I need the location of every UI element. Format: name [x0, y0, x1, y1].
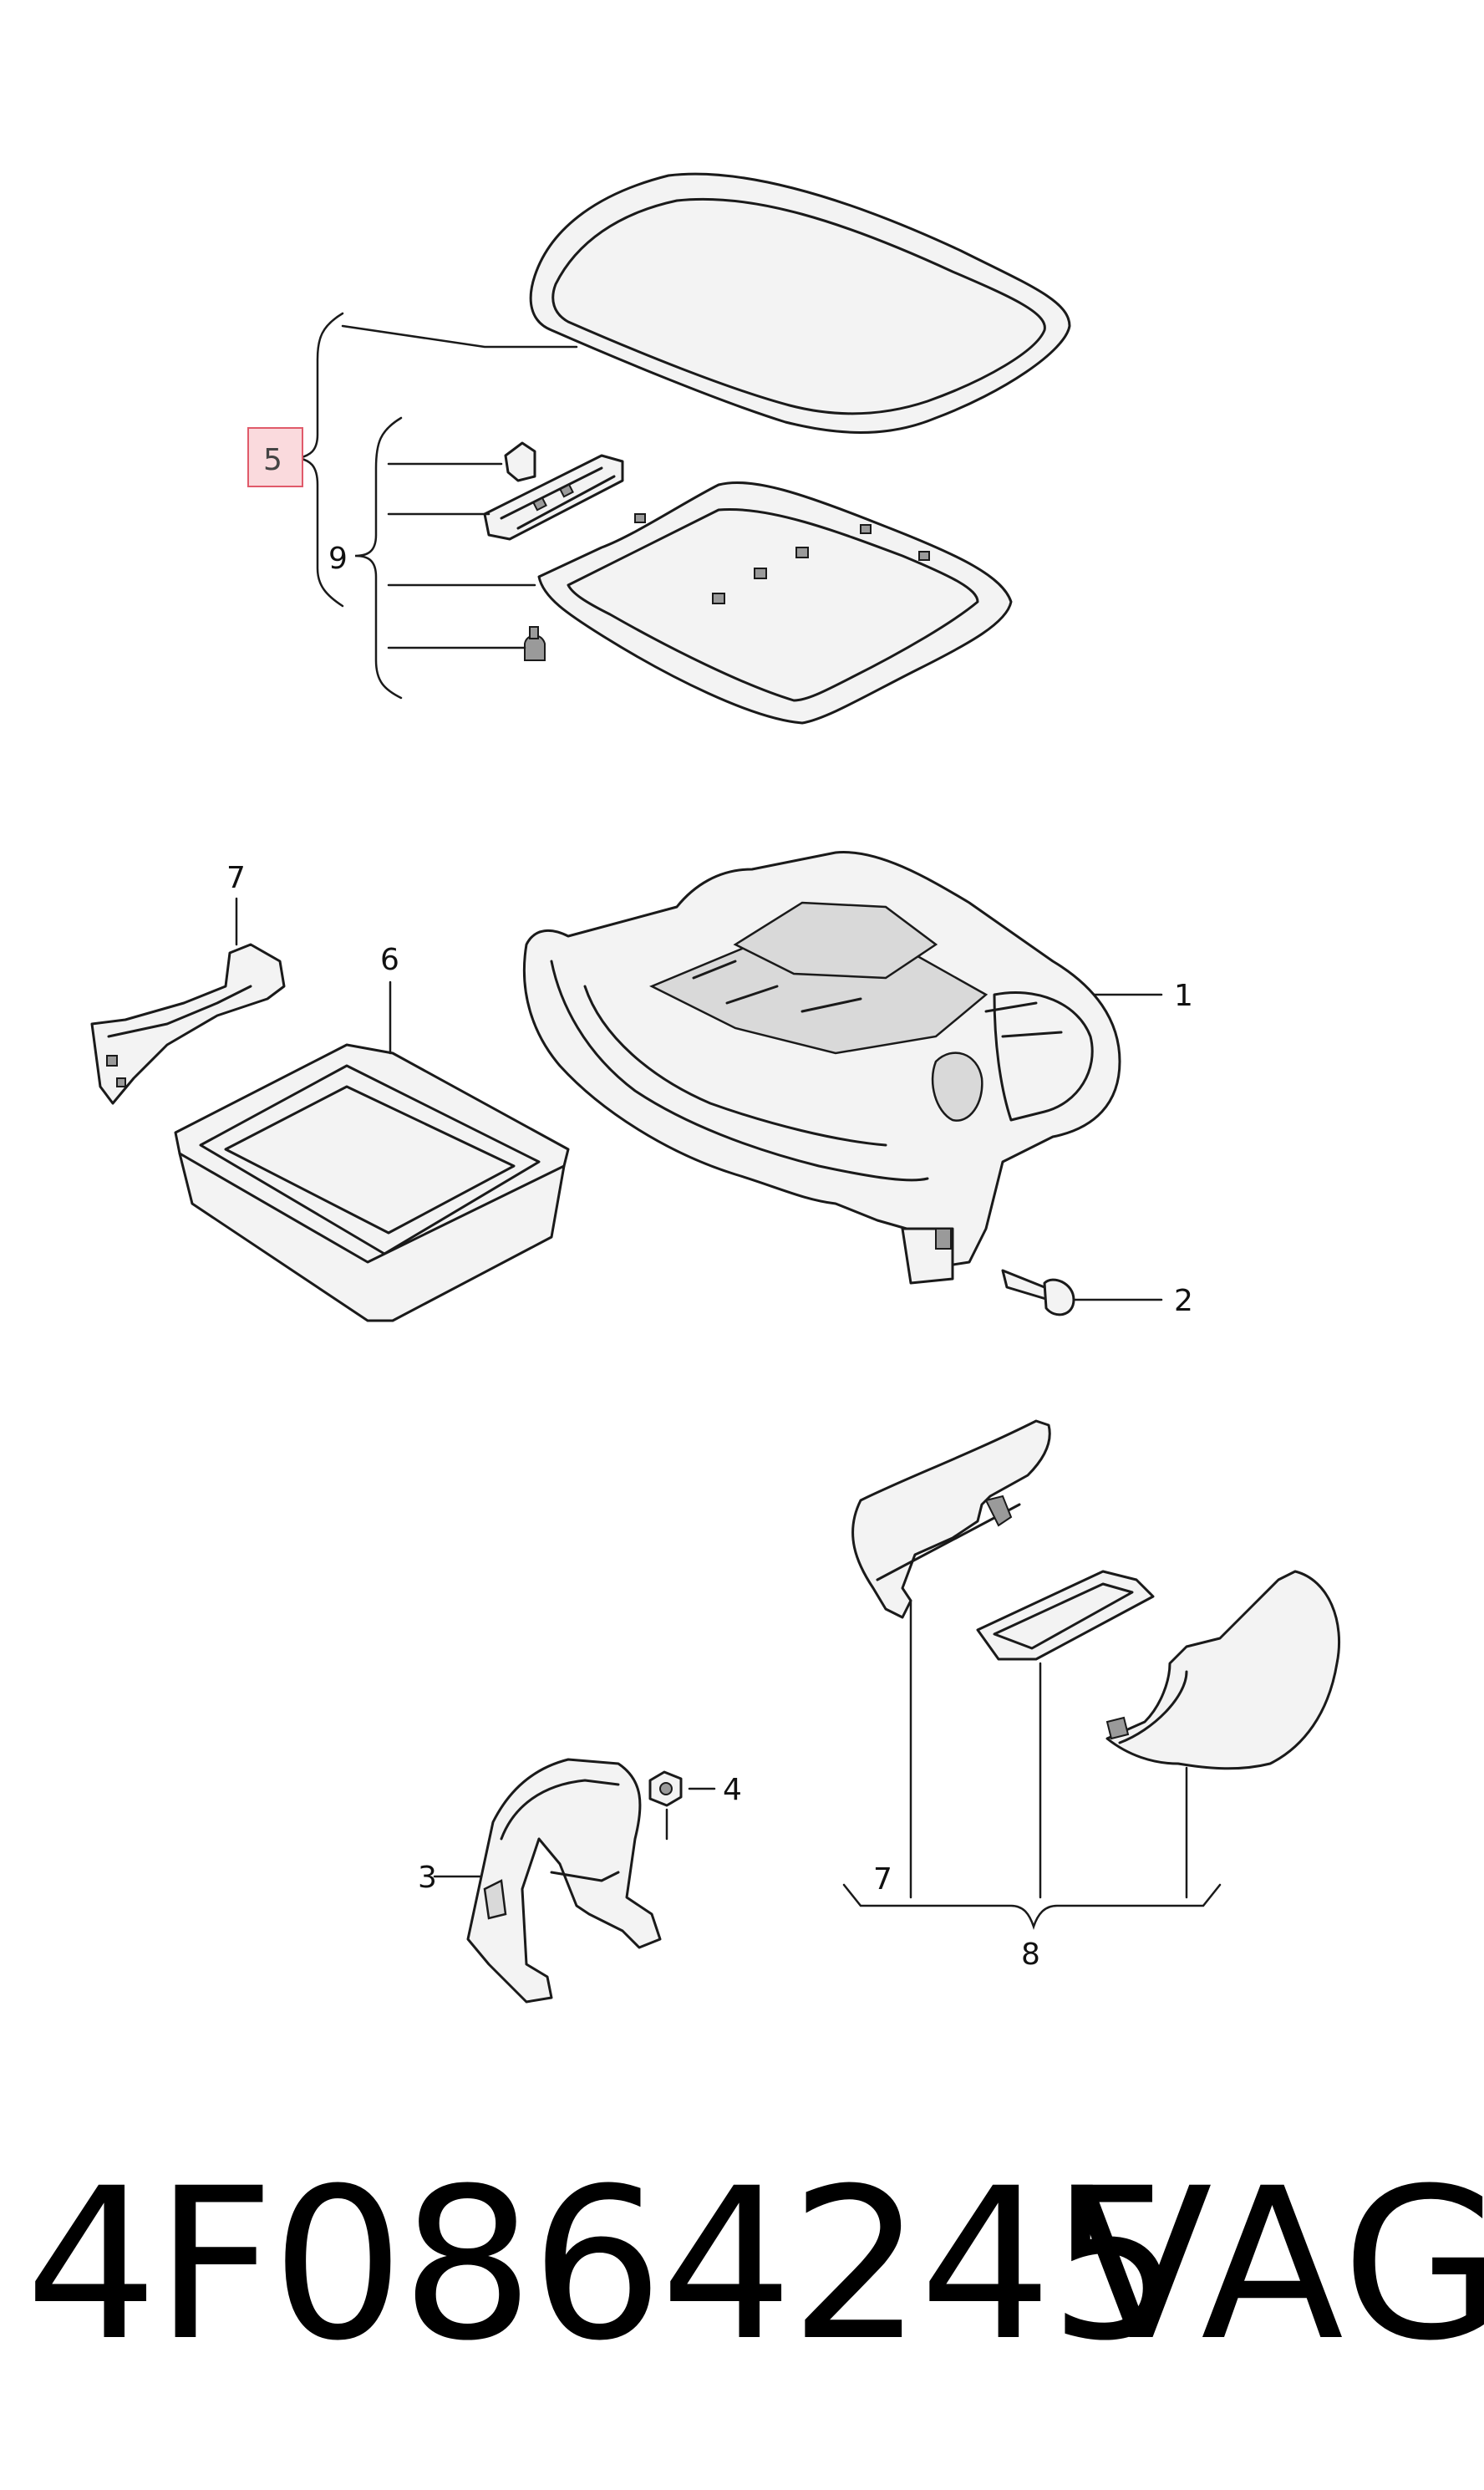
callout-7-bottom: 7 [873, 1862, 892, 1897]
callout-2: 2 [1174, 1284, 1193, 1318]
latch-bar [483, 454, 624, 541]
callout-8: 8 [1021, 1938, 1040, 1972]
callout-1: 1 [1174, 979, 1193, 1013]
callout-5: 5 [263, 443, 282, 477]
console-housing [522, 851, 1121, 1272]
brand-label: VAG [1070, 2143, 1484, 2386]
callout-4: 4 [723, 1773, 742, 1807]
trim-bracket [90, 943, 286, 1105]
armrest-lid-assembly [298, 172, 1071, 725]
callout-7-top: 7 [226, 861, 246, 895]
upper-cover [851, 1419, 1051, 1619]
storage-tray [174, 1043, 570, 1322]
part-number: 4F0864245 [25, 2143, 1182, 2386]
bolt [1001, 1269, 1050, 1301]
callout-5-highlight [247, 427, 303, 487]
mounting-bracket [466, 1758, 662, 2004]
callout-3: 3 [418, 1861, 437, 1895]
lid-cushion [529, 172, 1071, 434]
lid-frame [537, 481, 1013, 725]
lower-cover [1105, 1570, 1341, 1770]
push-pin [524, 634, 546, 661]
small-clip [504, 441, 536, 482]
gasket-frame [976, 1570, 1155, 1661]
console-body-group [90, 851, 1163, 1322]
mounting-bracket-group [433, 1758, 716, 2004]
cover-set-group [842, 1419, 1341, 1930]
callout-9: 9 [328, 542, 348, 576]
callout-6: 6 [380, 943, 399, 977]
